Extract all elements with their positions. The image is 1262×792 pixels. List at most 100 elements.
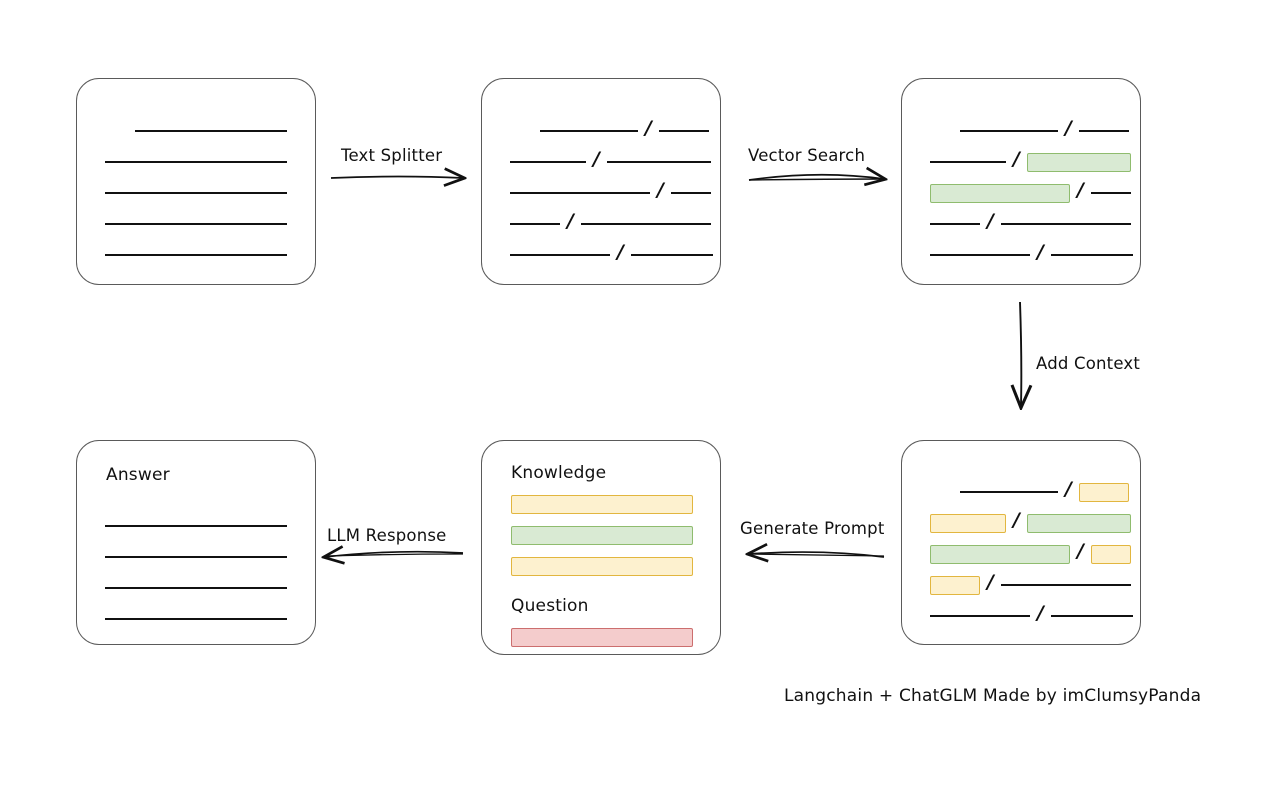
document-row: /: [930, 508, 1131, 533]
box-split-chunks[interactable]: / / / / /: [481, 78, 721, 285]
separator-slash: /: [617, 240, 624, 263]
text-line: [105, 161, 287, 163]
text-line: [580, 223, 711, 225]
document-row: /: [510, 147, 711, 172]
box-answer[interactable]: Answer: [76, 440, 316, 645]
document-row: /: [930, 570, 1131, 595]
text-line: [105, 525, 287, 527]
edge-label-vector-search: Vector Search: [748, 146, 866, 165]
document-row: [105, 152, 287, 172]
document-row: /: [930, 178, 1131, 203]
text-line: [1050, 615, 1133, 617]
prompt-bar-yellow: [511, 557, 693, 576]
document-row: [105, 183, 287, 203]
text-line: [930, 223, 980, 225]
text-line: [510, 223, 560, 225]
arrow-llm-response: [325, 552, 464, 557]
prompt-bar-green: [511, 526, 693, 545]
highlight-chip-green: [930, 183, 1070, 203]
edge-label-add-context: Add Context: [1036, 354, 1141, 373]
text-line: [105, 556, 287, 558]
text-line: [510, 161, 586, 163]
highlight-chip-green: [1026, 152, 1131, 172]
text-line: [960, 491, 1058, 493]
prompt-bar-red: [511, 628, 693, 647]
document-row: /: [930, 601, 1133, 626]
answer-label: Answer: [106, 465, 170, 485]
document-row: [105, 245, 287, 265]
text-line: [1050, 254, 1133, 256]
text-line: [960, 130, 1058, 132]
text-line: [510, 192, 650, 194]
text-line: [1090, 192, 1131, 194]
separator-slash: /: [1037, 240, 1044, 263]
document-row: /: [930, 539, 1131, 564]
document-row: /: [510, 240, 713, 265]
separator-slash: /: [1077, 178, 1084, 201]
text-line: [135, 130, 287, 132]
prompt-bar-yellow: [511, 495, 693, 514]
document-row: [105, 578, 287, 598]
document-row: [105, 516, 287, 536]
text-line: [658, 130, 709, 132]
separator-slash: /: [1065, 477, 1072, 500]
text-line: [1078, 130, 1129, 132]
box-source-document[interactable]: [76, 78, 316, 285]
text-line: [105, 254, 287, 256]
text-line: [540, 130, 638, 132]
separator-slash: /: [645, 116, 652, 139]
separator-slash: /: [1013, 508, 1020, 531]
prompt-section-label: Question: [511, 596, 589, 616]
document-row: [105, 609, 287, 629]
separator-slash: /: [1077, 539, 1084, 562]
document-row: /: [540, 116, 709, 141]
document-row: /: [930, 209, 1131, 234]
prompt-section-label: Knowledge: [511, 463, 607, 483]
highlight-chip-green: [1026, 513, 1131, 533]
document-row: /: [930, 147, 1131, 172]
separator-slash: /: [987, 209, 994, 232]
box-context-added[interactable]: / / / / /: [901, 440, 1141, 645]
text-line: [606, 161, 711, 163]
separator-slash: /: [593, 147, 600, 170]
edge-label-llm-response: LLM Response: [327, 526, 447, 545]
highlight-chip-green: [930, 544, 1070, 564]
text-line: [1000, 223, 1131, 225]
text-line: [930, 161, 1006, 163]
separator-slash: /: [1065, 116, 1072, 139]
text-line: [1000, 584, 1131, 586]
arrow-text-splitter: [330, 177, 463, 179]
arrow-generate-prompt: [749, 552, 885, 557]
arrow-vector-search: [748, 175, 884, 180]
document-row: /: [510, 178, 711, 203]
box-vector-matches[interactable]: / / / / /: [901, 78, 1141, 285]
highlight-chip-yellow: [930, 513, 1006, 533]
arrow-add-context: [1020, 301, 1021, 406]
document-row: [135, 121, 287, 141]
document-row: /: [960, 477, 1129, 502]
highlight-chip-yellow: [930, 575, 980, 595]
highlight-chip-yellow: [1090, 544, 1131, 564]
document-row: /: [930, 240, 1133, 265]
edge-label-text-splitter: Text Splitter: [341, 146, 443, 165]
separator-slash: /: [1013, 147, 1020, 170]
separator-slash: /: [657, 178, 664, 201]
text-line: [105, 618, 287, 620]
document-row: [105, 214, 287, 234]
separator-slash: /: [567, 209, 574, 232]
edge-label-generate-prompt: Generate Prompt: [740, 519, 885, 538]
highlight-chip-yellow: [1078, 482, 1129, 502]
text-line: [105, 587, 287, 589]
text-line: [630, 254, 713, 256]
separator-slash: /: [1037, 601, 1044, 624]
document-row: [105, 547, 287, 567]
text-line: [105, 223, 287, 225]
text-line: [670, 192, 711, 194]
text-line: [510, 254, 610, 256]
separator-slash: /: [987, 570, 994, 593]
document-row: /: [510, 209, 711, 234]
diagram-caption: Langchain + ChatGLM Made by imClumsyPand…: [784, 686, 1202, 706]
text-line: [105, 192, 287, 194]
